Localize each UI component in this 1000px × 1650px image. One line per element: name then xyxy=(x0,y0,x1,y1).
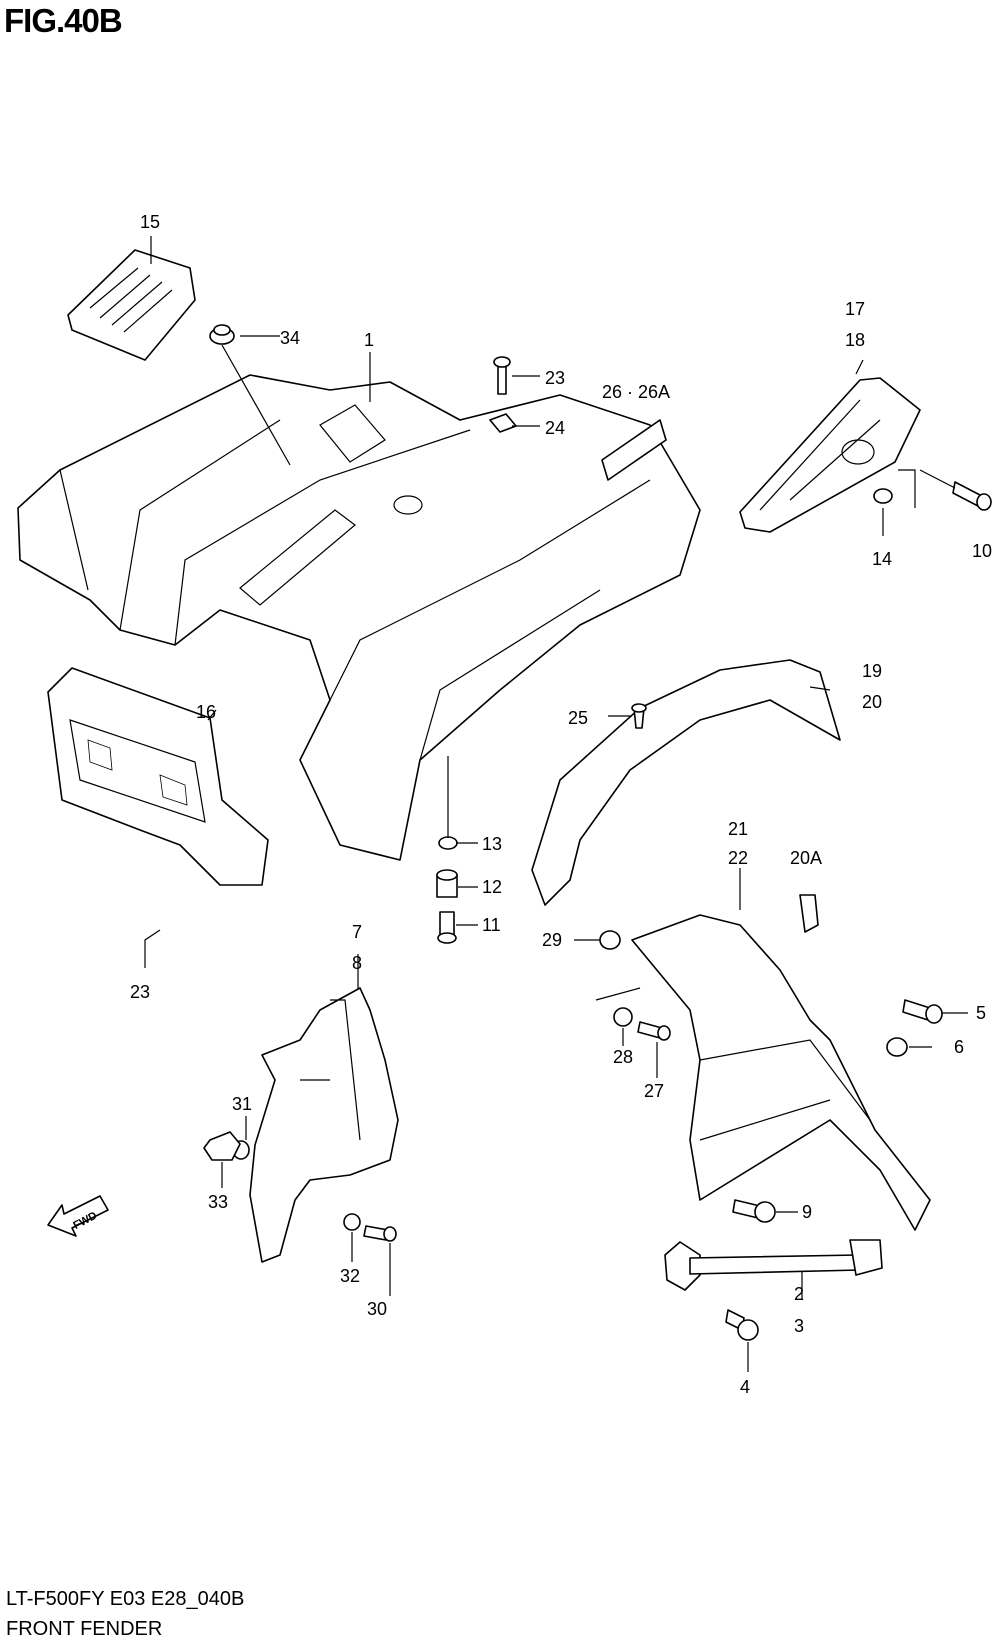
part-23-screw-top xyxy=(493,356,511,395)
callout-27: 27 xyxy=(644,1081,664,1101)
callout-23-bottom: 23 xyxy=(130,982,150,1002)
fwd-direction-arrow: FWD xyxy=(47,1195,109,1237)
part-4-bolt xyxy=(725,1309,759,1341)
part-12-spacer xyxy=(436,869,458,898)
part-20A-bracket xyxy=(799,894,819,933)
part-19-fender-flare xyxy=(531,659,841,906)
part-32-washer xyxy=(343,1213,361,1231)
part-21-mud-guard xyxy=(631,914,931,1231)
callout-26-26A: 26 · 26A xyxy=(602,382,670,402)
part-28-washer xyxy=(613,1007,633,1027)
callout-28: 28 xyxy=(613,1047,633,1067)
callout-33: 33 xyxy=(208,1192,228,1212)
callout-31: 31 xyxy=(232,1094,252,1114)
part-16-front-guard xyxy=(47,667,269,886)
part-29-nut xyxy=(599,930,621,950)
callout-24: 24 xyxy=(545,418,565,438)
callout-8: 8 xyxy=(352,953,362,973)
part-13-washer xyxy=(438,836,458,850)
part-9-bolt xyxy=(732,1199,776,1223)
callout-20A: 20A xyxy=(790,848,822,868)
part-10-bolt xyxy=(952,481,992,511)
figure-title: FIG.40B xyxy=(4,2,123,39)
callout-10: 10 xyxy=(972,541,992,561)
callout-11: 11 xyxy=(482,915,501,935)
callout-12: 12 xyxy=(482,877,502,897)
callout-32: 32 xyxy=(340,1266,360,1286)
part-1-front-fender xyxy=(17,374,701,861)
callout-14: 14 xyxy=(872,549,892,569)
callout-4: 4 xyxy=(740,1377,750,1397)
callout-13: 13 xyxy=(482,834,502,854)
callout-29: 29 xyxy=(542,930,562,950)
part-11-bolt xyxy=(437,911,457,944)
callout-1: 1 xyxy=(364,330,374,350)
callout-3: 3 xyxy=(794,1316,804,1336)
model-code: LT-F500FY E03 E28_040B xyxy=(6,1588,245,1610)
part-2-stay xyxy=(664,1239,883,1291)
callout-2: 2 xyxy=(794,1284,804,1304)
part-25-clip xyxy=(631,703,647,729)
part-15-pad xyxy=(67,249,196,361)
part-17-bracket xyxy=(739,377,921,533)
callout-34: 34 xyxy=(280,328,300,348)
callout-21: 21 xyxy=(728,819,748,839)
part-6-nut xyxy=(886,1037,908,1057)
callout-25: 25 xyxy=(568,708,588,728)
callout-30: 30 xyxy=(367,1299,387,1319)
callout-5: 5 xyxy=(976,1003,986,1023)
callout-17: 17 xyxy=(845,299,865,319)
leader-lines xyxy=(144,236,968,1372)
part-34-grommet xyxy=(209,324,235,345)
callout-6: 6 xyxy=(954,1037,964,1057)
callout-16: 16 xyxy=(196,702,216,722)
section-name: FRONT FENDER xyxy=(6,1618,163,1640)
callout-23-top: 23 xyxy=(545,368,565,388)
part-5-bolt xyxy=(902,999,943,1024)
part-27-screw xyxy=(637,1021,671,1041)
callout-20: 20 xyxy=(862,692,882,712)
part-26-block xyxy=(601,419,667,481)
callout-7: 7 xyxy=(352,922,362,942)
part-30-screw xyxy=(363,1225,397,1242)
part-33-nut xyxy=(203,1131,241,1161)
callout-18: 18 xyxy=(845,330,865,350)
callout-9: 9 xyxy=(802,1202,812,1222)
callout-labels: 15 34 1 23 24 26 · 26A 17 18 14 10 16 19… xyxy=(130,212,992,1397)
callout-22: 22 xyxy=(728,848,748,868)
part-7-splash-guard xyxy=(249,987,399,1263)
part-14-washer xyxy=(873,488,893,504)
callout-19: 19 xyxy=(862,661,882,681)
callout-15: 15 xyxy=(140,212,160,232)
